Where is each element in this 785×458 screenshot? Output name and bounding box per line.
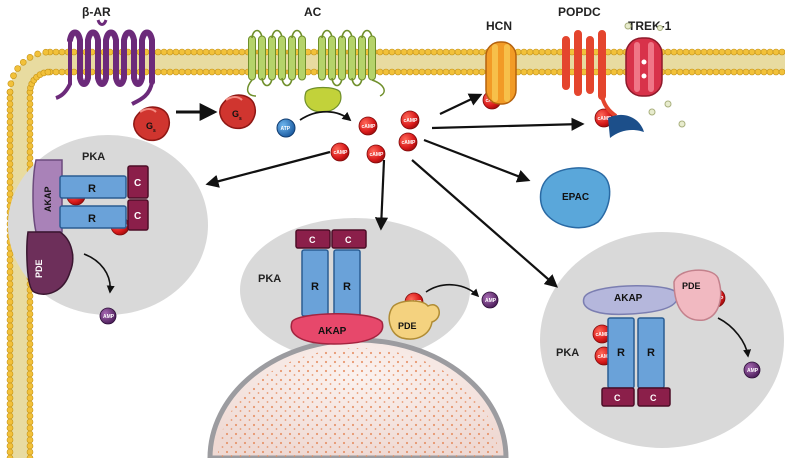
- camp-molecule-icon: cAMP: [400, 110, 420, 130]
- right-pka-complex: AKAP PDE R R: [582, 269, 722, 407]
- right-r-label-1: R: [617, 347, 625, 359]
- epac-protein: EPAC: [539, 167, 611, 229]
- left-r-label-1: R: [88, 183, 96, 195]
- arrow-center-pde-to-amp: [425, 284, 480, 298]
- arrow-camp-to-left-pka: [205, 150, 331, 188]
- camp-molecule-icon: cAMP: [358, 116, 378, 136]
- camp-label: cAMP: [598, 354, 613, 360]
- right-akap-label: AKAP: [614, 293, 643, 304]
- camp-label: cAMP: [334, 150, 349, 156]
- label-pka-left: PKA: [82, 151, 105, 163]
- center-pde-label: PDE: [398, 321, 417, 331]
- right-c-label-1: C: [614, 393, 621, 403]
- gs-label-2: G: [232, 109, 239, 119]
- center-c-label-2: C: [345, 235, 352, 245]
- arrow-atp-to-camp: [299, 110, 352, 122]
- amp-label: AMP: [747, 368, 759, 374]
- camp-label: cAMP: [362, 124, 377, 130]
- camp-label: cAMP: [404, 118, 419, 124]
- label-beta-ar: β-AR: [82, 5, 111, 19]
- beta-ar-receptor: [55, 19, 155, 106]
- arrow-right-pde-to-amp: [717, 317, 752, 358]
- arrow-camp-to-right-pka: [411, 159, 558, 288]
- camp-label: cAMP: [598, 116, 613, 122]
- left-r-label-2: R: [88, 213, 96, 225]
- center-akap-label: AKAP: [318, 326, 347, 337]
- right-pde-label: PDE: [682, 281, 701, 291]
- arrow-left-pde-to-amp: [83, 253, 115, 294]
- left-pde-label: PDE: [34, 259, 44, 278]
- nucleus: [207, 337, 509, 458]
- gs-protein-1: G s: [133, 106, 170, 142]
- arrow-camp-to-hcn: [439, 93, 483, 115]
- gs-sub-2: s: [239, 116, 242, 122]
- camp-label: cAMP: [402, 140, 417, 146]
- hcn-channel: [485, 41, 517, 105]
- atp-label: ATP: [281, 126, 291, 132]
- center-pka-complex: R R AKAP PDE: [290, 229, 440, 345]
- trek1-channel: [625, 37, 663, 97]
- amp-molecule-icon: AMP: [743, 361, 761, 379]
- atp-molecule-icon: [276, 118, 296, 138]
- center-r-label-1: R: [311, 281, 319, 293]
- label-pka-right: PKA: [556, 347, 579, 359]
- left-pka-complex: AKAP R R C C PDE: [26, 159, 149, 295]
- camp-label: cAMP: [596, 332, 611, 338]
- camp-molecule-icon: cAMP: [366, 144, 386, 164]
- potassium-ions: [624, 22, 686, 128]
- camp-molecule-icon: cAMP: [592, 324, 612, 344]
- arrow-camp-to-epac: [423, 138, 531, 183]
- left-akap-label: AKAP: [43, 186, 53, 212]
- right-c-label-2: C: [650, 393, 657, 403]
- arrow-camp-to-center-pka: [374, 159, 389, 231]
- label-popdc: POPDC: [558, 5, 601, 19]
- camp-molecule-icon: cAMP: [398, 132, 418, 152]
- camp-label: cAMP: [370, 152, 385, 158]
- label-trek1: TREK-1: [628, 19, 672, 33]
- amp-molecule-icon: AMP: [99, 307, 117, 325]
- label-hcn: HCN: [486, 19, 512, 33]
- center-c-label-1: C: [309, 235, 316, 245]
- gs-protein-2: G s: [219, 94, 256, 130]
- amp-molecule-icon: AMP: [481, 291, 499, 309]
- left-c-label-1: C: [134, 178, 141, 189]
- left-c-label-2: C: [134, 211, 141, 222]
- arrow-camp-to-popdc: [431, 117, 585, 131]
- camp-molecule-icon: cAMP: [330, 142, 350, 162]
- label-ac: AC: [304, 5, 322, 19]
- label-pka-center: PKA: [258, 273, 281, 285]
- center-r-label-2: R: [343, 281, 351, 293]
- adenylyl-cyclase: [246, 29, 385, 113]
- gs-label-1: G: [146, 121, 153, 131]
- amp-molecules: AMP AMP AMP: [99, 291, 761, 379]
- right-r-label-2: R: [647, 347, 655, 359]
- amp-label: AMP: [103, 314, 115, 320]
- gs-sub-1: s: [153, 128, 156, 134]
- label-epac: EPAC: [562, 192, 589, 203]
- popdc-protein: [562, 30, 644, 138]
- amp-label: AMP: [485, 298, 497, 304]
